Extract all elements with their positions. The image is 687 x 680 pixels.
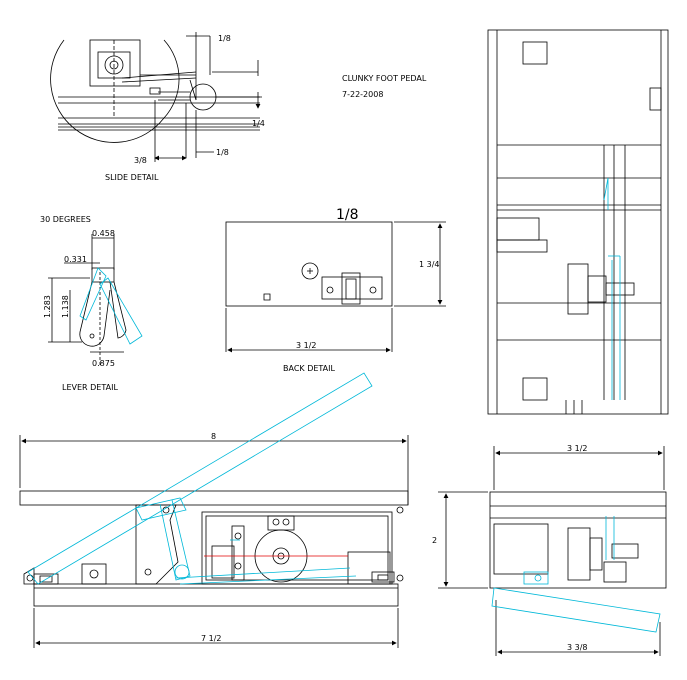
side-view-pedal xyxy=(27,372,373,585)
end-dim-top-width: 3 1/2 xyxy=(567,444,588,453)
top-view xyxy=(487,29,669,415)
lever-arm xyxy=(79,281,111,347)
end-pedal-board xyxy=(491,587,661,633)
lever-dim-top-width: 0.458 xyxy=(92,229,115,238)
lever-angle-label: 30 DEGREES xyxy=(40,215,91,224)
side-base xyxy=(33,583,399,607)
top-view-frame xyxy=(487,29,669,415)
side-view xyxy=(19,435,409,648)
wheel-arc xyxy=(50,39,165,143)
lever-dim-bottom-width: 0.875 xyxy=(92,359,115,368)
title-block: CLUNKY FOOT PEDAL 7-22-2008 xyxy=(342,74,427,99)
slide-dim-top-right: 1/8 xyxy=(218,34,231,43)
end-view xyxy=(438,446,667,656)
slide-detail-label: SLIDE DETAIL xyxy=(105,173,159,182)
end-view-labels: 3 1/2 2 3 3/8 xyxy=(432,444,588,652)
lever-dim-offset: 0.331 xyxy=(64,255,87,264)
lever-dim-height-inner: 1.138 xyxy=(61,295,70,318)
top-view-pulley xyxy=(567,263,589,315)
back-switch-plate xyxy=(321,276,383,300)
slide-detail xyxy=(50,32,262,162)
back-detail xyxy=(225,221,446,353)
end-view-frame xyxy=(489,491,667,589)
back-detail-labels: 1/8 1 3/4 3 1/2 BACK DETAIL xyxy=(283,207,440,373)
back-hole xyxy=(301,262,319,280)
slide-block xyxy=(89,39,141,87)
lever-detail-label: LEVER DETAIL xyxy=(62,383,118,392)
side-dim-overall: 8 xyxy=(211,432,216,441)
side-view-labels: 8 7 1/2 xyxy=(201,432,222,643)
back-detail-label: BACK DETAIL xyxy=(283,364,336,373)
end-view-pulley xyxy=(567,527,591,581)
back-dim-height: 1 3/4 xyxy=(419,260,440,269)
end-view-pedal xyxy=(491,516,661,633)
lever-detail-labels: 30 DEGREES 0.458 0.331 1.283 1.138 0.875… xyxy=(40,215,118,392)
back-switch xyxy=(341,272,361,305)
lever-detail-pedal-ghost xyxy=(79,267,143,345)
side-pedal-board xyxy=(27,372,373,585)
top-view-pedal xyxy=(603,177,621,400)
slide-dim-right: 1/4 xyxy=(252,119,265,128)
slide-dim-bottom-left: 3/8 xyxy=(134,156,147,165)
end-dim-height: 2 xyxy=(432,536,437,545)
back-dim-top: 1/8 xyxy=(336,207,359,223)
drawing-date: 7-22-2008 xyxy=(342,90,383,99)
lever-detail xyxy=(48,234,127,366)
end-dim-bottom-width: 3 3/8 xyxy=(567,643,588,652)
back-dim-width: 3 1/2 xyxy=(296,341,317,350)
lever-dim-height-outer: 1.283 xyxy=(43,295,52,318)
side-lever-block xyxy=(135,504,179,585)
side-top-plate xyxy=(19,490,409,506)
back-plate xyxy=(225,221,393,307)
side-dim-base: 7 1/2 xyxy=(201,634,222,643)
slide-dim-bottom-right: 1/8 xyxy=(216,148,229,157)
slide-detail-labels: 1/8 1/4 3/8 1/8 SLIDE DETAIL xyxy=(105,34,265,182)
drawing-title: CLUNKY FOOT PEDAL xyxy=(342,74,427,83)
